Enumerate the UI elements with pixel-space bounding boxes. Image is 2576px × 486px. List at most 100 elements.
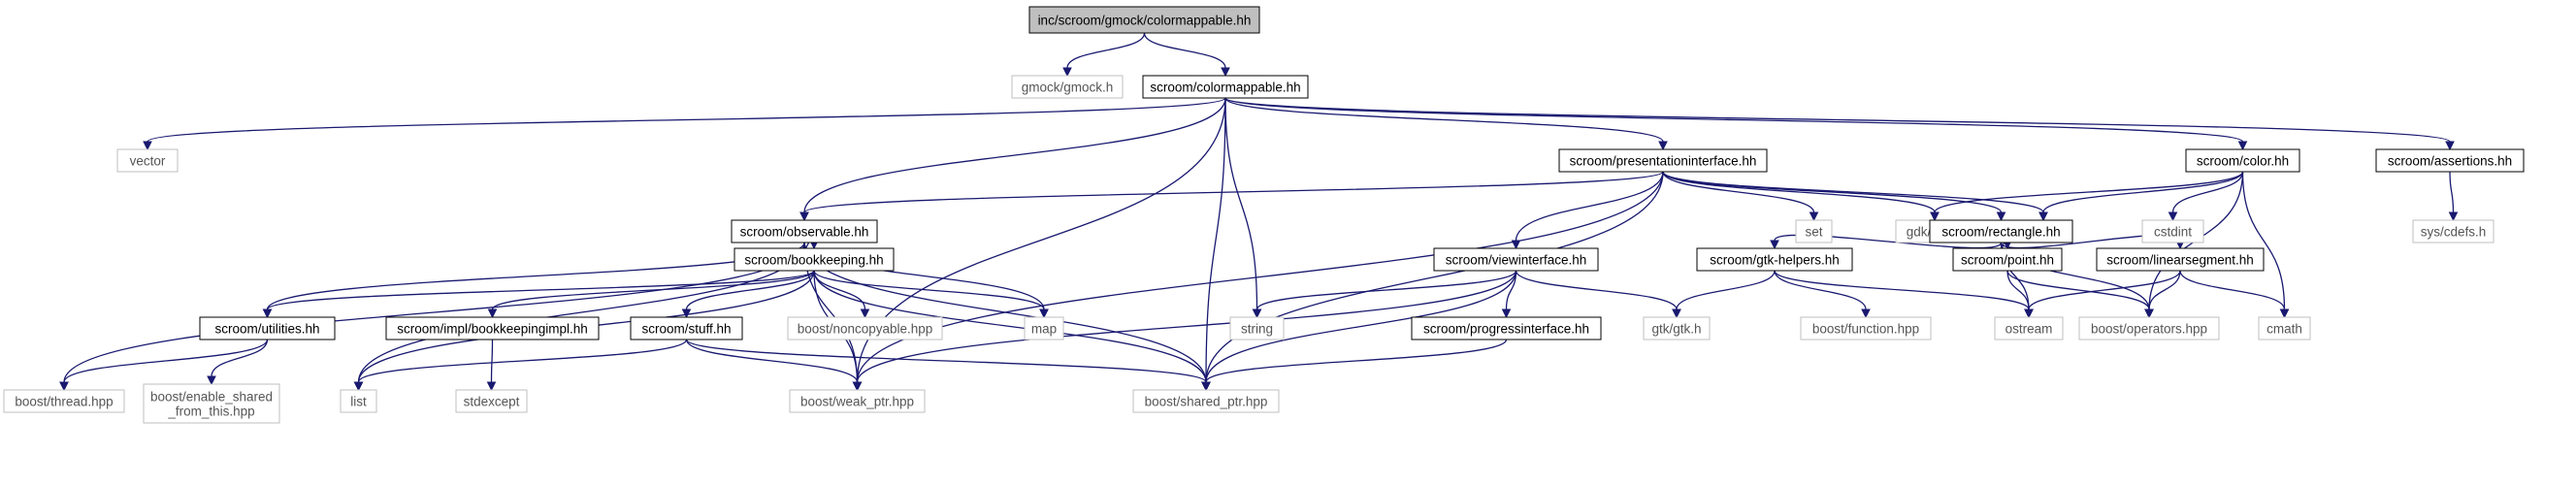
node-label: boost/shared_ptr.hpp [1145,395,1268,409]
node-cdefs: sys/cdefs.h [2412,219,2494,243]
edge-line [1662,171,2003,213]
node-bookkeepingimpl[interactable]: scroom/impl/bookkeepingimpl.hh [385,316,600,340]
edge-gtkhelpers-to-gtk [1672,270,1776,319]
node-box [340,389,377,413]
arrowhead-icon [2279,308,2290,319]
edge-line [856,270,1517,383]
node-box [1011,75,1124,99]
node-label: scroom/colormappable.hh [1150,81,1300,95]
node-box [116,148,179,173]
node-label: string [1241,322,1273,337]
edge-stuff-to-sharedptr [685,339,1211,392]
arrowhead-icon [1501,308,1512,319]
node-linearsegment[interactable]: scroom/linearsegment.hh [2096,247,2265,272]
edge-line [813,270,1207,383]
edge-bookkeeping-to-utilities [262,270,815,319]
edge-line [1515,171,1664,242]
edge-line [803,171,1664,213]
edge-line [1662,171,1815,213]
edge-bookkeeping-to-bookkeepingimpl [487,270,815,319]
node-presentationinterface[interactable]: scroom/presentationinterface.hh [1558,148,1768,173]
edge-line [1224,97,2244,143]
node-utilities[interactable]: scroom/utilities.hh [199,316,336,340]
node-gtkhelpers[interactable]: scroom/gtk-helpers.hh [1696,247,1853,272]
node-label: scroom/progressinterface.hh [1423,322,1589,337]
node-box [1952,247,2063,272]
edge-linearsegment-to-ostream [2024,270,2181,319]
edge-line [63,339,269,383]
edge-root-to-colormappable [1143,32,1230,78]
node-operators: boost/operators.hpp [2078,316,2220,340]
arrowhead-icon [1062,67,1072,78]
node-assertions[interactable]: scroom/assertions.hh [2375,148,2525,173]
edge-line [1515,270,1678,310]
node-label: _from_this.hpp [167,405,254,419]
edge-progressinterface-to-sharedptr [1201,339,1508,392]
edge-line [856,171,1664,383]
node-label: scroom/rectangle.hh [1941,225,2060,240]
node-box [3,389,125,413]
arrowhead-icon [486,381,497,392]
edge-line [685,339,859,383]
edge-rectangle-to-gtkhelpers [1770,234,2003,250]
node-color[interactable]: scroom/color.hh [2185,148,2300,173]
edge-stuff-to-list [353,339,688,392]
edge-viewinterface-to-gtk [1515,270,1681,319]
arrowhead-icon [487,308,498,319]
node-label: scroom/assertions.hh [2388,154,2512,169]
edge-line [2006,270,2030,310]
node-label: scroom/color.hh [2197,154,2289,169]
node-box [1994,316,2064,340]
node-observable[interactable]: scroom/observable.hh [731,219,878,243]
node-stuff[interactable]: scroom/stuff.hh [630,316,743,340]
node-box [2412,219,2494,243]
node-viewinterface[interactable]: scroom/viewinterface.hh [1433,247,1599,272]
edge-presentationinterface-to-viewinterface [1511,171,1664,250]
node-progressinterface[interactable]: scroom/progressinterface.hh [1411,316,1602,340]
edge-line [1205,270,1517,383]
arrowhead-icon [799,211,809,222]
node-label: boost/thread.hpp [15,395,113,409]
arrowhead-icon [1039,308,1049,319]
node-map: map [1024,316,1064,340]
node-label: list [350,395,367,409]
edge-colormappable-to-vector [143,97,1226,151]
node-weakptr: boost/weak_ptr.hpp [789,389,926,413]
edge-assertions-to-cdefs [2448,171,2459,222]
node-sharedptr: boost/shared_ptr.hpp [1132,389,1280,413]
arrowhead-icon [1930,211,1940,222]
edge-line [2449,171,2455,213]
edge-line [357,339,688,383]
node-box [2185,148,2300,173]
node-label: boost/operators.hpp [2091,322,2207,337]
edge-utilities-to-thread [59,339,269,392]
node-label: map [1031,322,1057,337]
node-root[interactable]: inc/scroom/gmock/colormappable.hh [1028,6,1260,34]
edge-color-to-cmath [2241,171,2290,319]
edge-line [2148,270,2181,310]
node-gtk: gtk/gtk.h [1643,316,1711,340]
edge-line [211,339,269,377]
node-rectangle[interactable]: scroom/rectangle.hh [1929,219,2073,243]
node-label: cstdint [2154,225,2192,240]
nodes-layer: inc/scroom/gmock/colormappable.hhgmock/g… [3,6,2525,424]
node-bookkeeping[interactable]: scroom/bookkeeping.hh [734,247,895,272]
arrowhead-icon [1770,240,1779,250]
edge-line [2006,270,2150,310]
node-box [1558,148,1768,173]
node-box [2141,219,2204,243]
arrowhead-icon [353,381,364,392]
node-ostream: ostream [1994,316,2064,340]
edge-line [2028,270,2181,310]
edge-stuff-to-weakptr [685,339,863,392]
node-label: scroom/stuff.hh [641,322,731,337]
node-label: ostream [2005,322,2053,337]
node-label: scroom/point.hh [1961,253,2054,268]
node-colormappable[interactable]: scroom/colormappable.hh [1142,75,1309,99]
node-label: scroom/observable.hh [740,225,869,240]
arrowhead-icon [1861,308,1871,319]
node-box [199,316,336,340]
edge-linearsegment-to-operators [2144,270,2181,319]
node-point[interactable]: scroom/point.hh [1952,247,2063,272]
